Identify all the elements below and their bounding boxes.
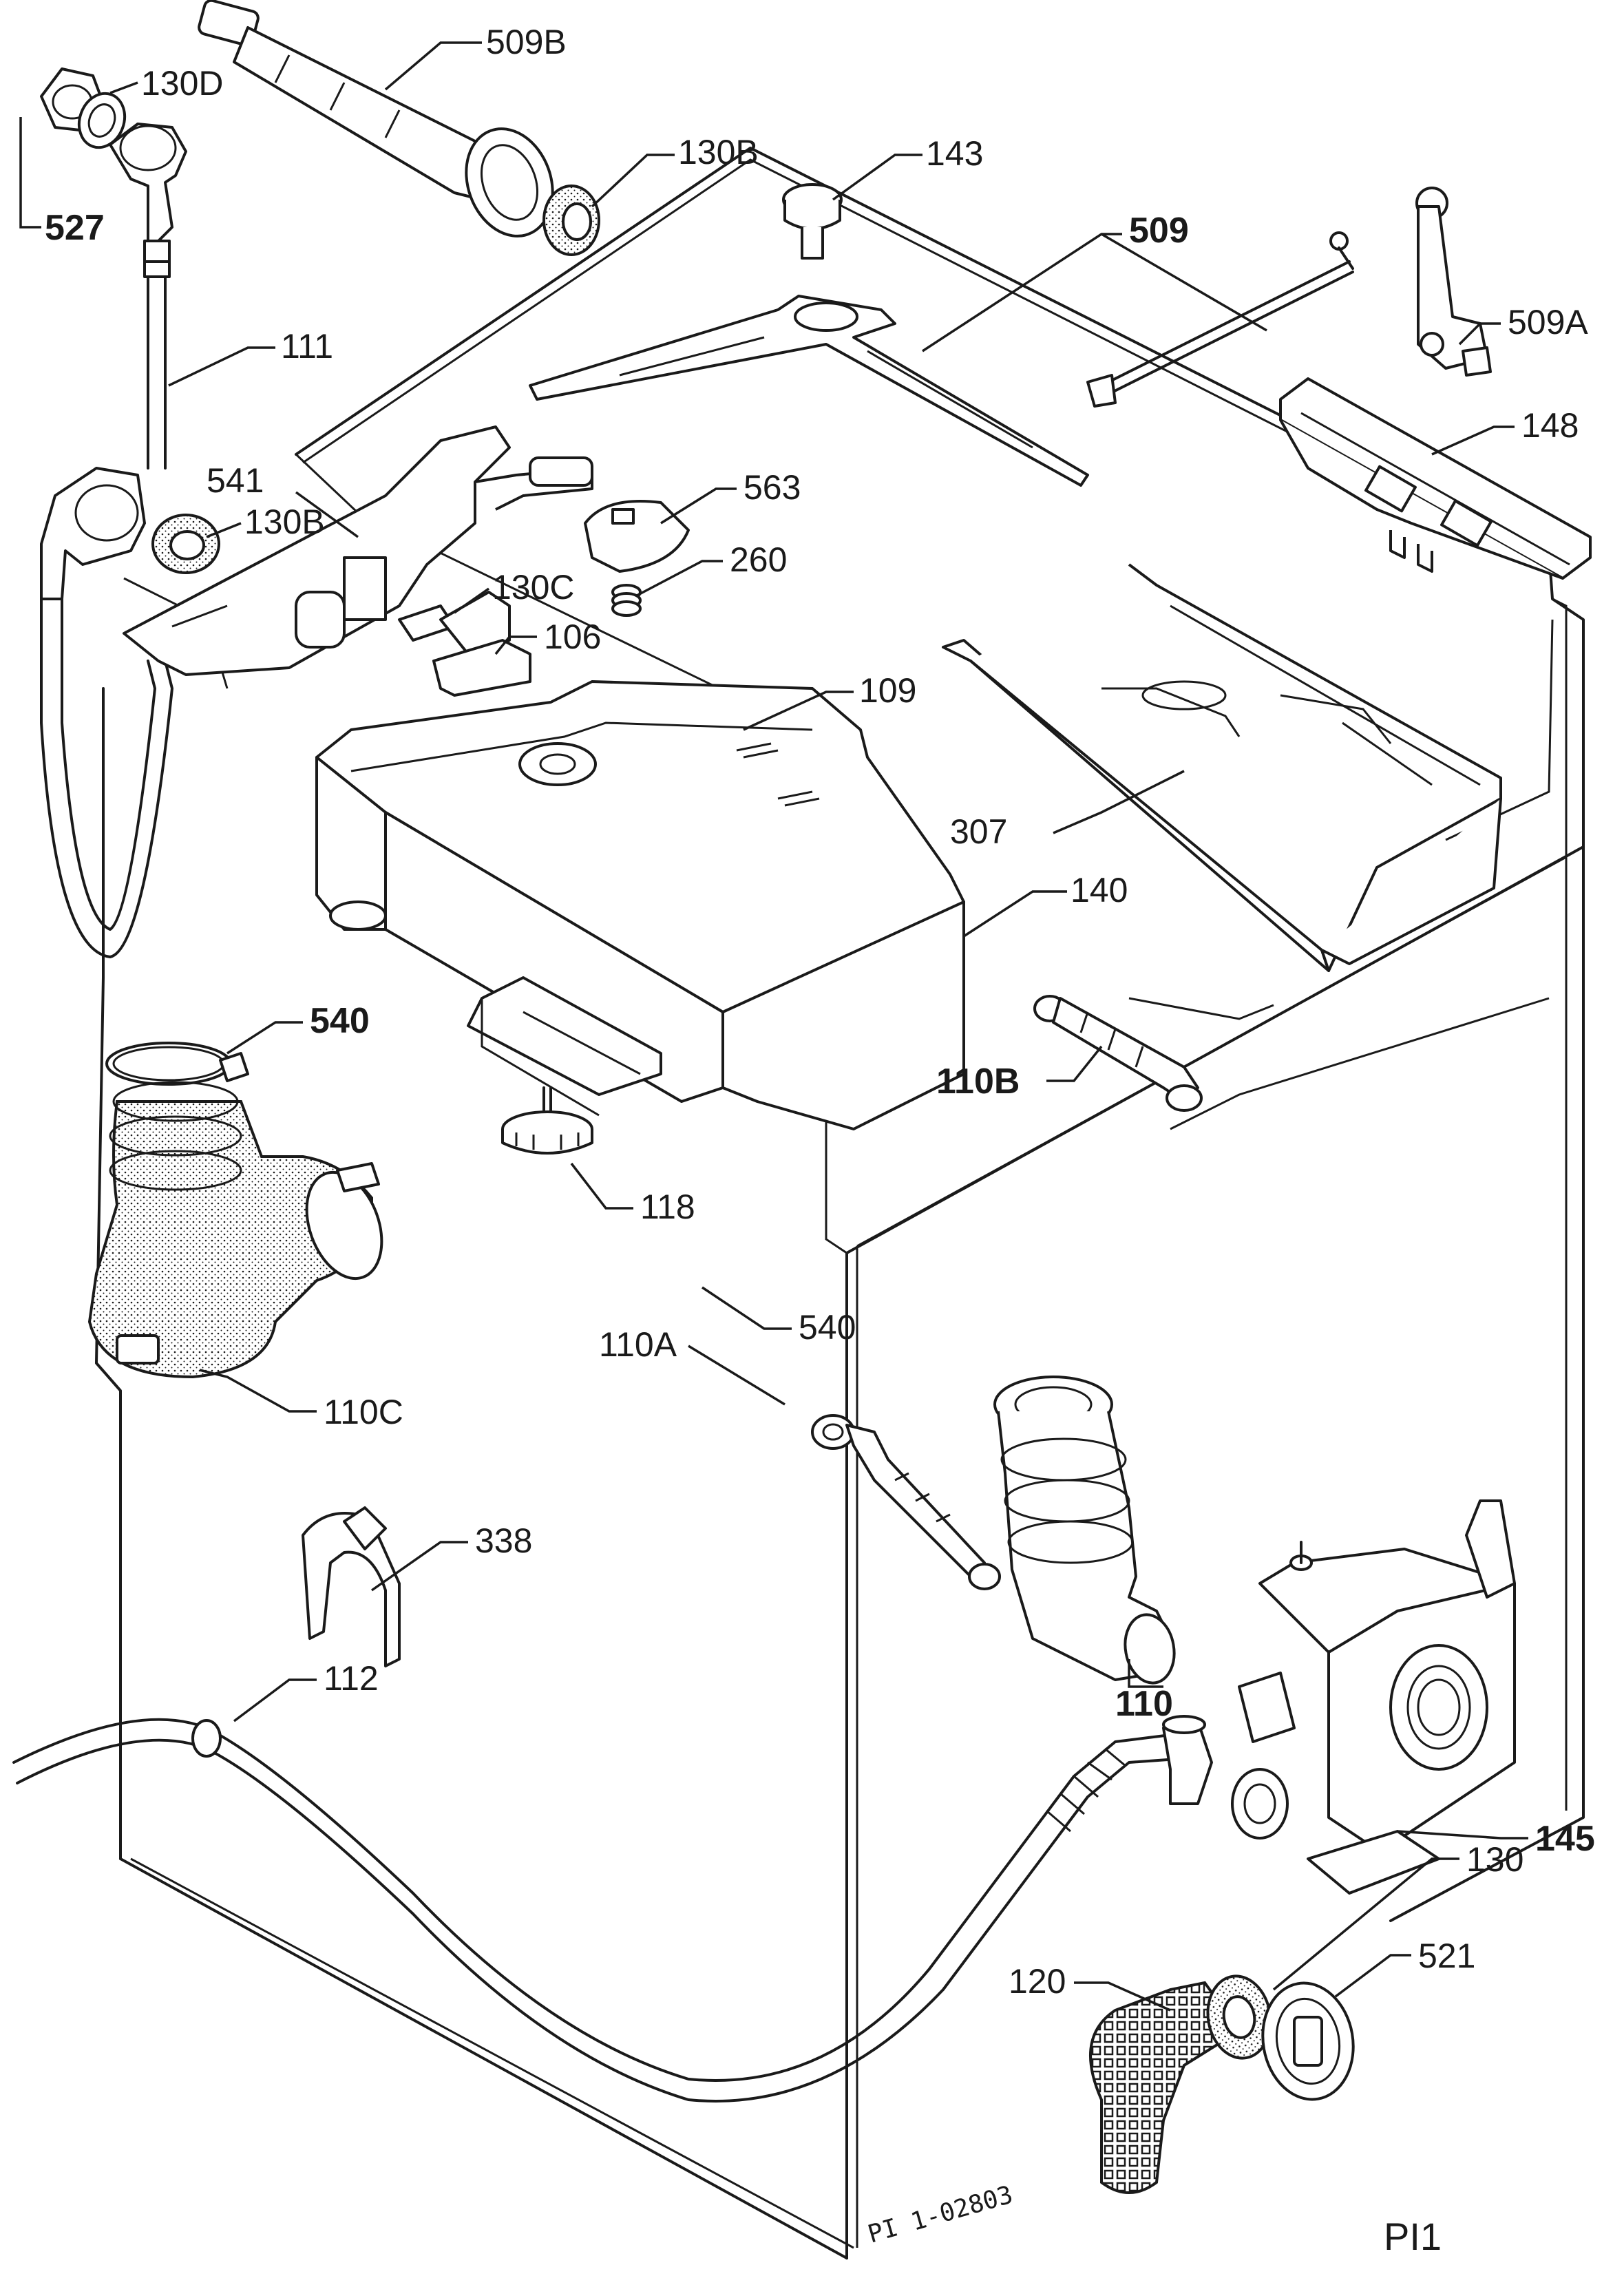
label-130d: 130D bbox=[141, 64, 224, 103]
label-111: 111 bbox=[281, 327, 333, 366]
label-509a: 509A bbox=[1508, 303, 1588, 341]
drawer-handle bbox=[1279, 377, 1592, 580]
label-120: 120 bbox=[1009, 1962, 1066, 2001]
label-109: 109 bbox=[859, 671, 916, 710]
label-145: 145 bbox=[1535, 1819, 1595, 1859]
cover-slots bbox=[736, 742, 820, 807]
inlet-hose bbox=[40, 123, 187, 958]
drain-hose-corrugation bbox=[1046, 1747, 1126, 1833]
drain-hose bbox=[12, 1715, 1213, 2103]
part-labels: 509B 130D 527 130B 143 509 509A 111 148 … bbox=[45, 23, 1595, 2001]
label-540-top: 540 bbox=[310, 1001, 370, 1041]
mounting-bracket bbox=[123, 425, 593, 676]
inlet-valve-hose bbox=[198, 0, 600, 256]
label-563: 563 bbox=[744, 468, 801, 507]
label-338: 338 bbox=[475, 1521, 532, 1560]
hose-clip bbox=[302, 1506, 401, 1667]
label-130b-top: 130B bbox=[678, 133, 759, 171]
label-110c: 110C bbox=[324, 1393, 403, 1431]
label-106: 106 bbox=[544, 618, 601, 656]
label-148: 148 bbox=[1521, 406, 1579, 445]
nut-and-washer bbox=[40, 67, 127, 149]
label-110: 110 bbox=[1115, 1684, 1173, 1724]
label-540-bottom: 540 bbox=[799, 1308, 856, 1347]
dispenser-cover bbox=[315, 680, 965, 1034]
label-521: 521 bbox=[1418, 1937, 1475, 1975]
label-143: 143 bbox=[926, 134, 983, 173]
label-307: 307 bbox=[950, 812, 1007, 851]
lever-arm bbox=[529, 295, 1089, 487]
label-110a: 110A bbox=[599, 1325, 677, 1364]
label-112: 112 bbox=[324, 1659, 379, 1698]
leader-lines bbox=[19, 41, 1528, 2012]
label-541: 541 bbox=[207, 461, 264, 500]
spring bbox=[611, 584, 642, 617]
filter-assembly bbox=[1089, 1974, 1355, 2194]
label-130b-mid: 130B bbox=[244, 503, 325, 541]
clip-parts bbox=[398, 591, 531, 697]
sump-hose bbox=[993, 1376, 1176, 1685]
small-hose bbox=[1033, 995, 1203, 1112]
label-130: 130 bbox=[1466, 1840, 1523, 1879]
hose-nut bbox=[151, 514, 220, 574]
bellows-assembly bbox=[87, 1042, 383, 1379]
label-509b: 509B bbox=[486, 23, 567, 61]
page-reference: PI1 bbox=[1384, 2215, 1442, 2258]
detergent-drawer bbox=[942, 563, 1502, 972]
label-260: 260 bbox=[730, 540, 787, 579]
drain-pump bbox=[1231, 1499, 1516, 1895]
label-130c: 130C bbox=[492, 568, 575, 607]
label-527: 527 bbox=[45, 208, 105, 248]
control-rod bbox=[1086, 231, 1354, 408]
label-110b: 110B bbox=[936, 1062, 1020, 1102]
cam-plate bbox=[584, 500, 690, 573]
label-118: 118 bbox=[640, 1188, 695, 1226]
small-lever bbox=[1415, 187, 1492, 377]
knob bbox=[782, 183, 843, 260]
connecting-tube bbox=[811, 1414, 1001, 1590]
adjuster-foot bbox=[501, 1086, 593, 1155]
label-140: 140 bbox=[1071, 871, 1128, 909]
drawing-code: PI 1-02803 bbox=[865, 2180, 1016, 2248]
label-509: 509 bbox=[1129, 211, 1189, 251]
dispenser-housing bbox=[315, 756, 965, 1130]
